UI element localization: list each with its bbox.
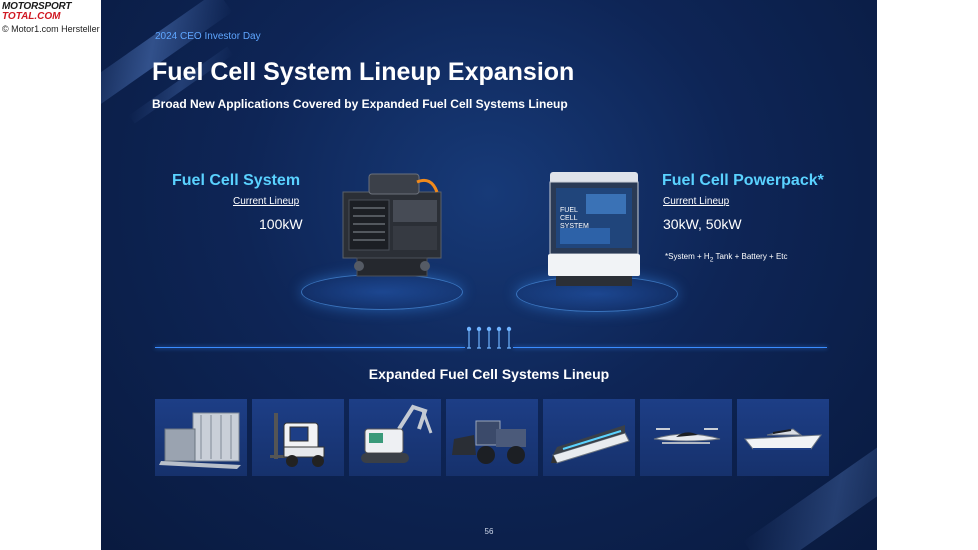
application-tiles (155, 399, 829, 476)
stationary-generator-icon (159, 412, 241, 469)
tile-yacht (737, 399, 829, 476)
urban-air-mobility-icon (653, 428, 721, 444)
fuel-cell-system-label: Current Lineup (233, 196, 300, 207)
slide: 2024 CEO Investor Day Fuel Cell System L… (101, 0, 877, 550)
fuel-cell-system-name: Fuel Cell System (172, 172, 301, 189)
powerpack-footnote: *System + H2 Tank + Battery + Etc (665, 252, 788, 264)
fuel-cell-system-value: 100kW (259, 216, 303, 232)
tile-forklift (252, 399, 344, 476)
tile-wheel-loader (446, 399, 538, 476)
pack-text-2: CELL (560, 215, 578, 222)
slide-title: Fuel Cell System Lineup Expansion (152, 58, 575, 86)
connector-line-left (155, 347, 465, 348)
watermark: MOTORSPORT TOTAL.COM © Motor1.com Herste… (2, 2, 100, 35)
fuel-cell-powerpack-unit-image: FUEL CELL SYSTEM (548, 172, 640, 286)
footnote-subscript: 2 (709, 256, 714, 264)
slide-subtitle: Broad New Applications Covered by Expand… (152, 97, 568, 111)
powerpack-value: 30kW, 50kW (663, 216, 742, 232)
watermark-logo-line2: TOTAL.COM (2, 11, 61, 22)
arrows-icon (467, 326, 512, 349)
footnote-prefix: *System + H (665, 252, 710, 261)
event-label: 2024 CEO Investor Day (155, 31, 261, 42)
tile-urban-air-mobility (640, 399, 732, 476)
watermark-logo: MOTORSPORT TOTAL.COM (2, 2, 100, 22)
powerpack-label: Current Lineup (663, 196, 730, 207)
section-title: Expanded Fuel Cell Systems Lineup (368, 366, 610, 382)
left-pedestal (301, 274, 463, 310)
tile-excavator (349, 399, 441, 476)
pack-text-3: SYSTEM (560, 223, 589, 230)
yacht-icon (744, 428, 823, 450)
tram-icon (551, 425, 630, 464)
pack-text-1: FUEL (560, 207, 578, 214)
forklift-icon (270, 413, 325, 467)
wheel-loader-icon (452, 420, 526, 464)
tile-stationary-generator (155, 399, 247, 476)
powerpack-name: Fuel Cell Powerpack* (662, 172, 824, 189)
fuel-cell-system-module-image (342, 173, 442, 277)
footnote-suffix: Tank + Battery + Etc (713, 252, 788, 261)
tile-tram (543, 399, 635, 476)
watermark-credit: © Motor1.com Hersteller (2, 24, 100, 34)
page-number: 56 (484, 527, 494, 536)
connector-line-right (513, 347, 827, 348)
watermark-logo-line1: MOTORSPORT (2, 1, 72, 12)
excavator-icon (361, 404, 433, 463)
